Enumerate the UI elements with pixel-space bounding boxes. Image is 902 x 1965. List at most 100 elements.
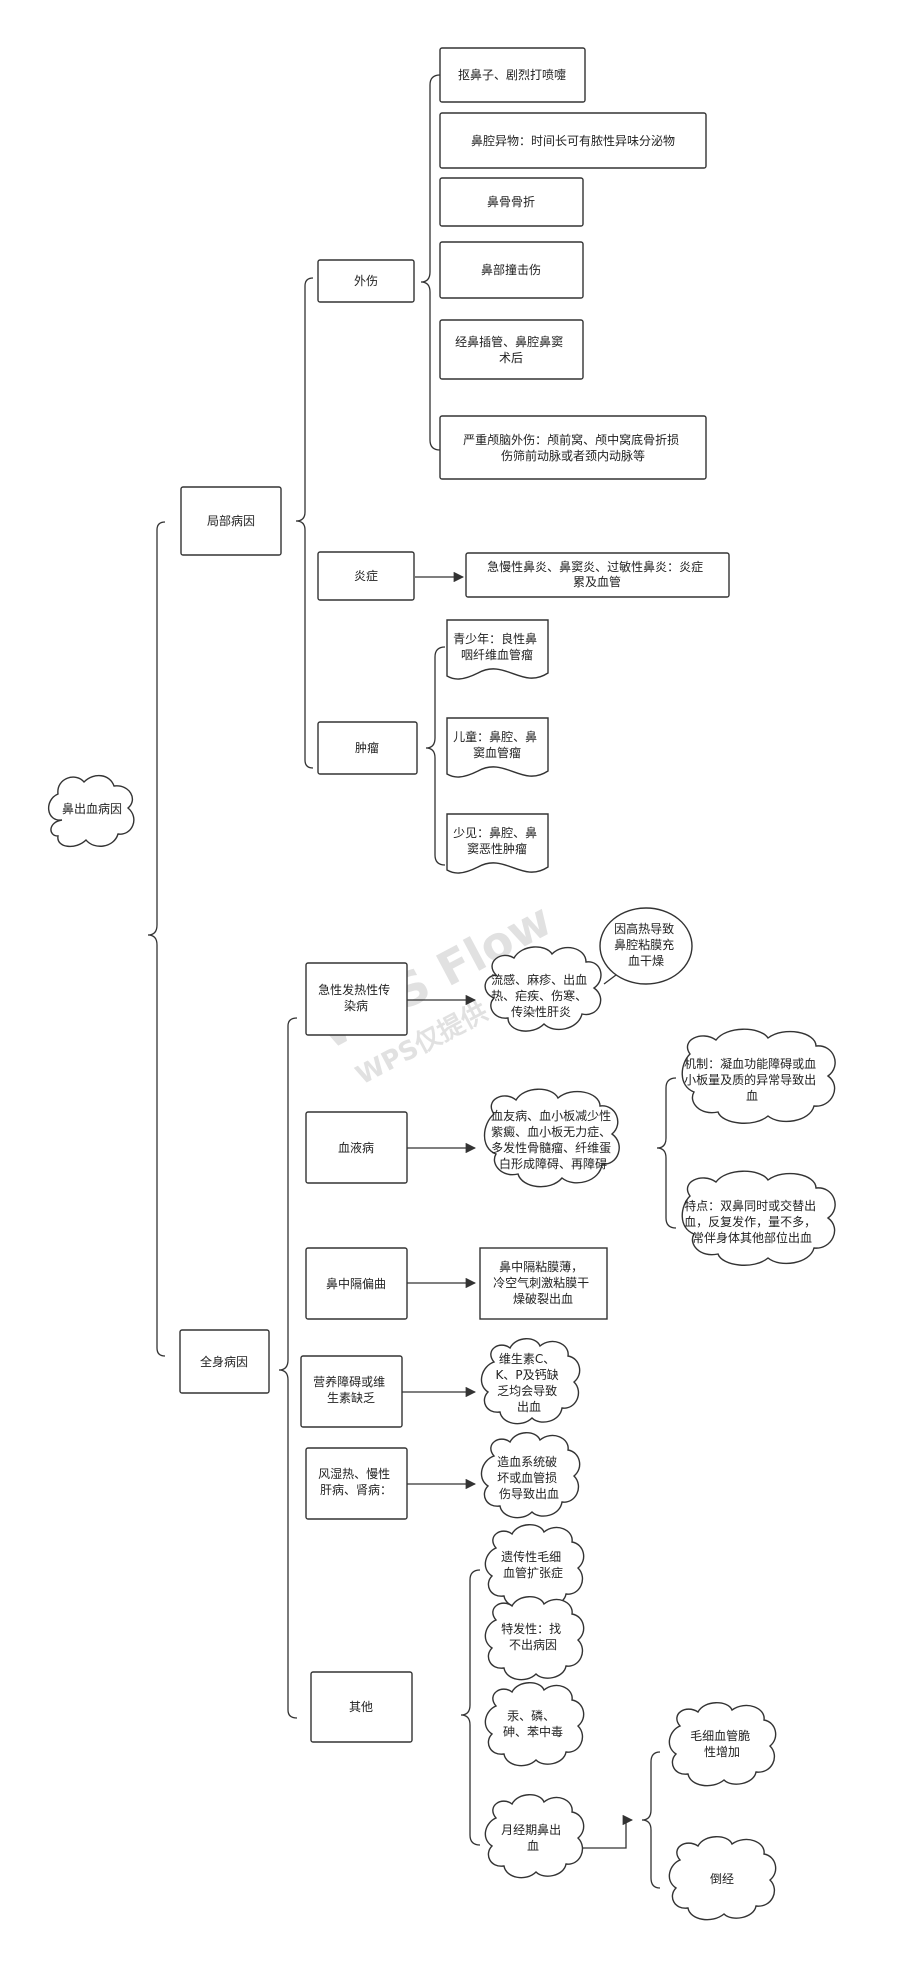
- trauma-item-5[interactable]: 经鼻插管、鼻腔鼻窦 术后: [439, 319, 584, 380]
- trauma-item-box: [439, 415, 707, 480]
- infectious-note[interactable]: 因高热导致 鼻腔粘膜充 血干燥: [599, 907, 693, 985]
- blood-feature-label: 特点：双鼻同时或交替出 血，反复发作，量不多， 常伴身体其他部位出血: [684, 1198, 820, 1245]
- infectious-label: 急性发热性传 染病: [318, 982, 394, 1013]
- other-item-label: 汞、磷、 砷、苯中毒: [503, 1708, 563, 1739]
- menses-arrow: [576, 1814, 634, 1849]
- other-item-cloud: [484, 1524, 585, 1609]
- root-cloud: [48, 775, 135, 847]
- trauma-box: [317, 259, 415, 303]
- tumor-node[interactable]: 肿瘤: [317, 721, 418, 775]
- root-node[interactable]: 鼻出血病因: [48, 775, 135, 847]
- root-bracket: [147, 521, 166, 1357]
- tumor-item-wave: [446, 717, 549, 778]
- local-box: [180, 486, 282, 556]
- tumor-item-1[interactable]: 青少年：良性鼻 咽纤维血管瘤: [446, 619, 549, 680]
- menses-item-label: 毛细血管脆 性增加: [690, 1728, 754, 1759]
- infectious-node[interactable]: 急性发热性传 染病: [305, 962, 408, 1036]
- trauma-node[interactable]: 外伤: [317, 259, 415, 303]
- trauma-item-box: [439, 177, 584, 227]
- other-item-label: 遗传性毛细 血管扩张症: [501, 1549, 565, 1580]
- tumor-item-wave: [446, 619, 549, 680]
- trauma-item-6[interactable]: 严重颅脑外伤：颅前窝、颅中窝底骨折损 伤筛前动脉或者颈内动脉等: [439, 415, 707, 480]
- tumor-item-2[interactable]: 儿童：鼻腔、鼻 窦血管瘤: [446, 717, 549, 778]
- trauma-item-2[interactable]: 鼻腔异物：时间长可有脓性异味分泌物: [439, 112, 707, 169]
- inflammation-node[interactable]: 炎症: [317, 551, 415, 601]
- rheumatic-label: 风湿热、慢性 肝病、肾病：: [318, 1466, 394, 1497]
- menses-item-cloud: [668, 1836, 777, 1921]
- blood-label: 血液病: [338, 1140, 374, 1155]
- tumor-item-label: 少见：鼻腔、鼻 窦恶性肿瘤: [453, 825, 541, 856]
- infectious-detail-label: 流感、麻疹、出血 热、疟疾、伤寒、 传染性肝炎: [491, 972, 591, 1019]
- septum-label: 鼻中隔偏曲: [326, 1276, 386, 1291]
- trauma-item-label: 严重颅脑外伤：颅前窝、颅中窝底骨折损 伤筛前动脉或者颈内动脉等: [463, 432, 683, 463]
- blood-mechanism[interactable]: 机制：凝血功能障碍或血 小板量及质的异常导致出 血: [681, 1028, 836, 1124]
- tumor-item-label: 青少年：良性鼻 咽纤维血管瘤: [453, 631, 541, 662]
- menses-item-1[interactable]: 毛细血管脆 性增加: [668, 1702, 777, 1787]
- local-bracket: [295, 277, 314, 769]
- rheumatic-detail-label: 造血系统破 坏或血管损 伤导致出血: [497, 1454, 561, 1501]
- tumor-item-3[interactable]: 少见：鼻腔、鼻 窦恶性肿瘤: [446, 813, 549, 874]
- blood-mechanism-cloud: [681, 1028, 836, 1124]
- trauma-label: 外伤: [354, 274, 378, 288]
- other-item-label: 月经期鼻出 血: [501, 1822, 565, 1853]
- other-item-3[interactable]: 汞、磷、 砷、苯中毒: [484, 1682, 585, 1767]
- blood-node[interactable]: 血液病: [305, 1111, 408, 1184]
- trauma-item-box: [439, 47, 586, 103]
- nutrition-detail-cloud: [480, 1338, 581, 1425]
- other-bracket: [460, 1569, 481, 1846]
- tumor-label: 肿瘤: [355, 740, 379, 755]
- other-item-2[interactable]: 特发性：找 不出病因: [484, 1596, 585, 1681]
- menses-bracket: [641, 1751, 661, 1889]
- nutrition-label: 营养障碍或维 生素缺乏: [313, 1374, 389, 1405]
- septum-node[interactable]: 鼻中隔偏曲: [305, 1247, 408, 1320]
- rheumatic-box: [305, 1447, 408, 1520]
- nutrition-detail[interactable]: 维生素C、 K、P及钙缺 乏均会导致 出血: [480, 1338, 581, 1425]
- menses-item-cloud: [668, 1702, 777, 1787]
- infectious-detail[interactable]: 流感、麻疹、出血 热、疟疾、伤寒、 传染性肝炎: [484, 946, 602, 1032]
- trauma-bracket: [420, 74, 441, 451]
- other-node[interactable]: 其他: [310, 1671, 413, 1743]
- infectious-note-label: 因高热导致 鼻腔粘膜充 血干燥: [614, 921, 678, 968]
- blood-feature[interactable]: 特点：双鼻同时或交替出 血，反复发作，量不多， 常伴身体其他部位出血: [681, 1170, 836, 1266]
- systemic-bracket: [278, 1017, 298, 1719]
- trauma-item-4[interactable]: 鼻部撞击伤: [439, 241, 584, 299]
- other-item-4[interactable]: 月经期鼻出 血: [484, 1794, 585, 1879]
- trauma-item-label: 抠鼻子、剧烈打喷嚏: [458, 67, 566, 82]
- septum-detail-label: 鼻中隔粘膜薄， 冷空气刺激粘膜干 燥破裂出血: [493, 1259, 593, 1306]
- septum-detail[interactable]: 鼻中隔粘膜薄， 冷空气刺激粘膜干 燥破裂出血: [479, 1247, 608, 1320]
- rheumatic-node[interactable]: 风湿热、慢性 肝病、肾病：: [305, 1447, 408, 1520]
- other-item-cloud: [484, 1794, 585, 1879]
- septum-detail-box: [479, 1247, 608, 1320]
- blood-detail-label: 血友病、血小板减少性 紫癜、血小板无力症、 多发性骨髓瘤、纤维蛋 白形成障碍、再…: [491, 1108, 615, 1171]
- infectious-note-bubble: [599, 907, 693, 985]
- local-label: 局部病因: [207, 513, 255, 528]
- trauma-item-label: 鼻骨骨折: [487, 194, 535, 209]
- trauma-item-1[interactable]: 抠鼻子、剧烈打喷嚏: [439, 47, 586, 103]
- tumor-box: [317, 721, 418, 775]
- other-label: 其他: [349, 1700, 373, 1714]
- blood-feature-cloud: [681, 1170, 836, 1266]
- trauma-item-box: [439, 319, 584, 380]
- other-item-cloud: [484, 1682, 585, 1767]
- root-label: 鼻出血病因: [62, 801, 122, 816]
- trauma-item-3[interactable]: 鼻骨骨折: [439, 177, 584, 227]
- trauma-item-label: 经鼻插管、鼻腔鼻窦 术后: [455, 334, 567, 365]
- trauma-item-box: [439, 112, 707, 169]
- systemic-node[interactable]: 全身病因: [179, 1329, 270, 1394]
- inflammation-detail[interactable]: 急慢性鼻炎、鼻窦炎、过敏性鼻炎：炎症 累及血管: [465, 552, 730, 598]
- trauma-item-label: 鼻部撞击伤: [481, 262, 541, 277]
- rheumatic-detail[interactable]: 造血系统破 坏或血管损 伤导致出血: [480, 1432, 581, 1519]
- other-box: [310, 1671, 413, 1743]
- blood-detail[interactable]: 血友病、血小板减少性 紫癜、血小板无力症、 多发性骨髓瘤、纤维蛋 白形成障碍、再…: [483, 1088, 620, 1188]
- other-item-1[interactable]: 遗传性毛细 血管扩张症: [484, 1524, 585, 1609]
- nutrition-detail-label: 维生素C、 K、P及钙缺 乏均会导致 出血: [496, 1352, 563, 1414]
- blood-bracket: [656, 1077, 677, 1229]
- local-node[interactable]: 局部病因: [180, 486, 282, 556]
- blood-mechanism-label: 机制：凝血功能障碍或血 小板量及质的异常导致出 血: [684, 1056, 820, 1103]
- nutrition-box: [300, 1355, 403, 1428]
- menses-item-2[interactable]: 倒经: [668, 1836, 777, 1921]
- nutrition-node[interactable]: 营养障碍或维 生素缺乏: [300, 1355, 403, 1428]
- tumor-item-wave: [446, 813, 549, 874]
- other-item-label: 特发性：找 不出病因: [501, 1621, 565, 1652]
